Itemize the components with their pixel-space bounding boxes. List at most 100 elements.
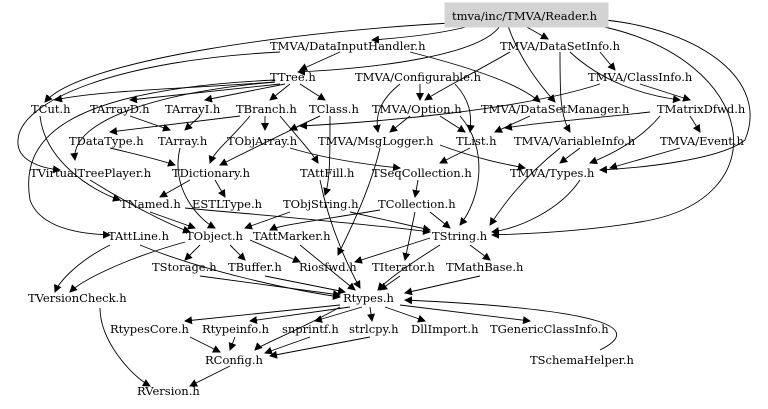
node-strlcpy[interactable]: strlcpy.h <box>349 322 399 336</box>
node-estltype[interactable]: ESTLType.h <box>192 197 263 211</box>
node-tarrayd[interactable]: TArrayD.h <box>90 102 150 116</box>
node-tdictionary[interactable]: TDictionary.h <box>172 166 251 180</box>
node-datasetinfo[interactable]: TMVA/DataSetInfo.h <box>500 39 621 53</box>
edge-tobjstring-tobject <box>244 211 291 230</box>
node-tclass[interactable]: TClass.h <box>309 102 359 116</box>
node-variableinfo[interactable]: TMVA/VariableInfo.h <box>514 134 636 148</box>
edge-datainput-ttree <box>299 51 341 71</box>
nodes: tmva/inc/TMVA/Reader.h TMVA/DataInputHan… <box>28 2 746 398</box>
edge-tbranch-tattfill <box>279 115 319 164</box>
node-tstring[interactable]: TString.h <box>432 229 488 243</box>
node-matrixdfwd[interactable]: TMatrixDfwd.h <box>657 102 746 116</box>
node-tgenericclassinfo[interactable]: TGenericClassInfo.h <box>490 322 609 336</box>
edge-variableinfo-tstring <box>489 147 561 226</box>
edge-reader-datainput <box>371 25 471 44</box>
edge-tobject-tbuffer <box>229 244 246 261</box>
node-event[interactable]: TMVA/Event.h <box>660 134 745 148</box>
edge-reader-tstring <box>491 25 735 239</box>
edge-tseqcollection-tcollection <box>412 179 421 198</box>
edge-rtypes-strlcpy <box>367 306 375 322</box>
root-node-box <box>444 2 609 28</box>
edge-rtypeinfo-rconfig <box>228 336 237 351</box>
edge-tcollection-tstring <box>429 211 451 229</box>
node-tcut[interactable]: TCut.h <box>31 102 71 116</box>
node-tseqcollection[interactable]: TSeqCollection.h <box>372 166 472 180</box>
edge-tobjarray-tseqcollection <box>289 147 401 172</box>
node-rtypescore[interactable]: RtypesCore.h <box>110 322 190 336</box>
node-tdatatype[interactable]: TDataType.h <box>69 134 144 148</box>
edge-ttree-tarrayd <box>129 83 281 104</box>
node-classinfo[interactable]: TMVA/ClassInfo.h <box>588 70 693 84</box>
node-rtypeinfo[interactable]: Rtypeinfo.h <box>202 322 270 336</box>
edge-msglogger-riosfwd <box>337 147 381 256</box>
edge-tobject-riosfwd <box>249 239 301 263</box>
node-tvirtualtree[interactable]: TVirtualTreePlayer.h <box>30 166 152 180</box>
node-tobjarray[interactable]: TObjArray.h <box>227 134 298 148</box>
node-msglogger[interactable]: TMVA/MsgLogger.h <box>318 134 434 148</box>
node-rversion[interactable]: RVersion.h <box>137 384 200 398</box>
edge-datasetinfo-matrixdfwd <box>569 51 681 104</box>
edge-rtypes-rtypescore <box>184 304 341 325</box>
edge-rtypes-snprintf <box>314 306 363 323</box>
edge-tobject-tversioncheck <box>69 241 186 293</box>
edge-ttree-tattline <box>28 79 276 239</box>
edge-tattline-tversioncheck <box>54 244 111 293</box>
edge-snprintf-rconfig <box>264 336 311 355</box>
edge-reader-ttree <box>297 25 501 76</box>
edge-titerator-rtypes <box>379 275 401 291</box>
edge-matrixdfwd-event <box>689 115 701 133</box>
edge-tattfill-rtypes <box>319 179 361 289</box>
node-rconfig[interactable]: RConfig.h <box>205 353 263 367</box>
node-tlist[interactable]: TList.h <box>456 134 497 148</box>
node-datasetmgr[interactable]: TMVA/DataSetManager.h <box>481 102 630 116</box>
edge-tcollection-tobject <box>269 209 381 231</box>
node-tattfill[interactable]: TAttFill.h <box>300 166 355 180</box>
edge-ttree-tbranch <box>269 83 291 101</box>
node-tarray[interactable]: TArray.h <box>158 134 208 148</box>
node-tattline[interactable]: TAttLine.h <box>108 229 170 243</box>
edge-matrixdfwd-tlist <box>504 111 651 131</box>
edge-option-msglogger <box>389 115 411 133</box>
node-ttree[interactable]: TTree.h <box>270 70 316 84</box>
node-riosfwd[interactable]: Riosfwd.h <box>299 260 357 274</box>
node-option[interactable]: TMVA/Option.h <box>372 102 462 116</box>
edge-tnamed-tobject <box>149 211 196 230</box>
node-tversioncheck[interactable]: TVersionCheck.h <box>28 291 127 305</box>
node-titerator[interactable]: TIterator.h <box>372 260 435 274</box>
edge-reader-datasetinfo <box>524 25 549 40</box>
edge-tbranch-tdictionary <box>208 115 251 164</box>
node-reader[interactable]: tmva/inc/TMVA/Reader.h <box>452 9 598 23</box>
edge-configurable-tlist <box>454 83 475 133</box>
edge-rtypes-dllimport <box>384 306 426 323</box>
node-tmathbase[interactable]: TMathBase.h <box>446 260 524 274</box>
edge-tcollection-titerator <box>402 211 416 261</box>
node-dllimport[interactable]: DllImport.h <box>411 322 479 336</box>
node-tnamed[interactable]: TNamed.h <box>120 197 181 211</box>
node-snprintf[interactable]: snprintf.h <box>282 322 339 336</box>
edge-tversioncheck-rversion <box>99 307 151 387</box>
edge-tbuffer-rtypes <box>264 275 346 295</box>
node-tstorage[interactable]: TStorage.h <box>152 260 217 274</box>
node-tobject[interactable]: TObject.h <box>186 229 244 243</box>
edge-ttree-tarrayi <box>204 83 286 103</box>
node-tbranch[interactable]: TBranch.h <box>236 102 297 116</box>
edge-tarray-tobject <box>177 147 216 229</box>
edge-tattmarker-rtypes <box>299 244 356 291</box>
node-datainput[interactable]: TMVA/DataInputHandler.h <box>270 39 426 53</box>
node-rtypes[interactable]: Rtypes.h <box>343 291 395 305</box>
node-tarrayi[interactable]: TArrayI.h <box>165 102 221 116</box>
node-configurable[interactable]: TMVA/Configurable.h <box>355 70 482 84</box>
node-tobjstring[interactable]: TObjString.h <box>283 197 359 211</box>
edge-tstring-tmathbase <box>469 244 491 261</box>
edge-tclass-tobjarray <box>289 115 321 131</box>
edge-rtypes-rconfig <box>254 306 341 351</box>
node-tschemahelper[interactable]: TSchemaHelper.h <box>530 353 635 367</box>
node-tcollection[interactable]: TCollection.h <box>378 197 456 211</box>
node-tattmarker[interactable]: TAttMarker.h <box>253 229 331 243</box>
edge-tdatatype-tdictionary <box>109 147 176 167</box>
edge-strlcpy-rconfig <box>269 336 371 359</box>
node-types[interactable]: TMVA/Types.h <box>510 166 595 180</box>
node-tbuffer[interactable]: TBuffer.h <box>228 260 282 274</box>
edge-tobjstring-tstring <box>349 211 431 233</box>
